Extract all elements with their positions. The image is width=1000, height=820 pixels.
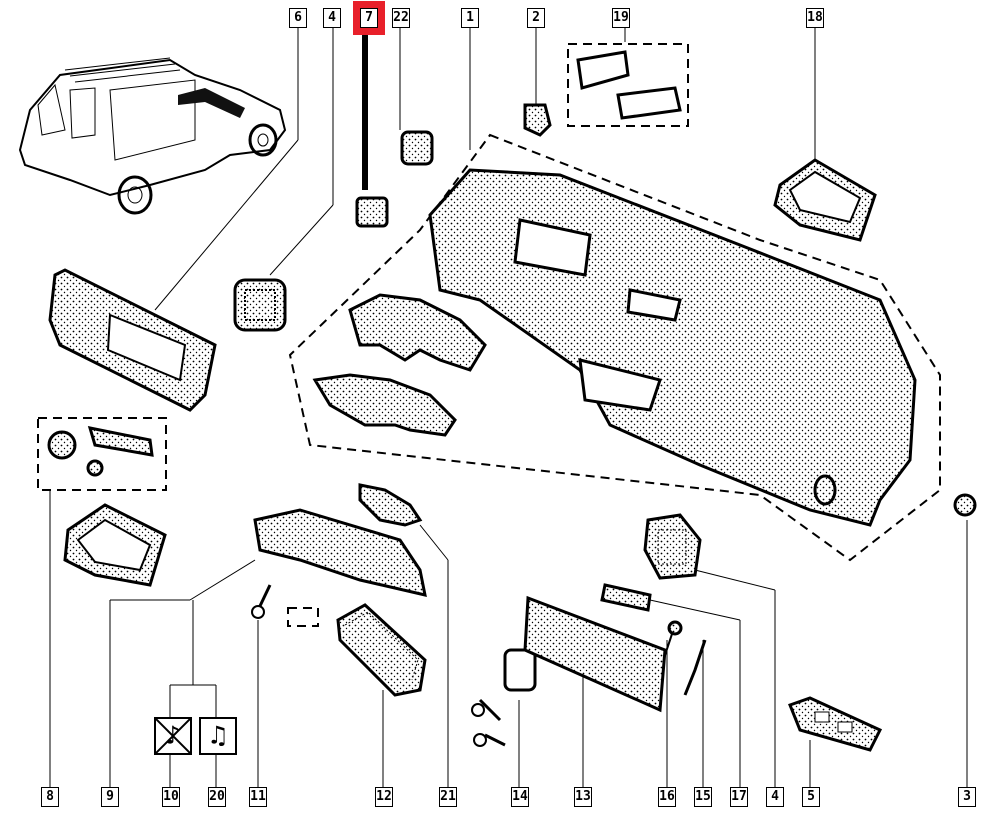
callout-18[interactable]: 18 bbox=[806, 8, 824, 28]
callout-4-top[interactable]: 4 bbox=[323, 8, 341, 28]
callout-22[interactable]: 22 bbox=[392, 8, 410, 28]
callout-3[interactable]: 3 bbox=[958, 787, 976, 807]
part-5-switch-panel[interactable] bbox=[788, 696, 883, 752]
part-4-speaker-grille[interactable] bbox=[233, 278, 287, 332]
callout-16[interactable]: 16 bbox=[658, 787, 676, 807]
part-16-screw[interactable] bbox=[664, 620, 683, 656]
callout-2[interactable]: 2 bbox=[527, 8, 545, 28]
callout-20[interactable]: 20 bbox=[208, 787, 226, 807]
callout-14[interactable]: 14 bbox=[511, 787, 529, 807]
part-14-ignition-lock[interactable] bbox=[471, 648, 537, 747]
music-glyph: ♫ bbox=[210, 721, 226, 751]
part-8-knob-set[interactable] bbox=[47, 426, 154, 477]
callout-10[interactable]: 10 bbox=[162, 787, 180, 807]
no-music-icon: ♪ bbox=[154, 717, 192, 755]
part-11-screw[interactable] bbox=[251, 584, 272, 619]
part-7-clip[interactable] bbox=[355, 196, 389, 228]
leader-lines bbox=[49, 28, 968, 788]
callout-8[interactable]: 8 bbox=[41, 787, 59, 807]
part-4-speaker[interactable] bbox=[643, 513, 702, 580]
callout-5[interactable]: 5 bbox=[802, 787, 820, 807]
part-1-dashboard[interactable] bbox=[428, 168, 917, 527]
callout-11[interactable]: 11 bbox=[249, 787, 267, 807]
part-22-knob[interactable] bbox=[400, 130, 434, 166]
callout-15[interactable]: 15 bbox=[694, 787, 712, 807]
part-6-bezel[interactable] bbox=[48, 268, 217, 412]
callout-9[interactable]: 9 bbox=[101, 787, 119, 807]
callout-21[interactable]: 21 bbox=[439, 787, 457, 807]
part-3-clip[interactable] bbox=[953, 493, 977, 517]
callout-12[interactable]: 12 bbox=[375, 787, 393, 807]
cross-out-mark bbox=[156, 719, 190, 753]
part-12-ashtray[interactable] bbox=[336, 603, 427, 697]
callout-6[interactable]: 6 bbox=[289, 8, 307, 28]
callout-13[interactable]: 13 bbox=[574, 787, 592, 807]
part-2-clip[interactable] bbox=[523, 103, 552, 137]
music-icon: ♫ bbox=[199, 717, 237, 755]
part-18-air-vent[interactable] bbox=[773, 158, 877, 242]
callout-17[interactable]: 17 bbox=[730, 787, 748, 807]
part-9-air-vent[interactable] bbox=[63, 503, 167, 587]
part-15-cable[interactable] bbox=[683, 639, 707, 696]
part-13-glovebox-lid[interactable] bbox=[523, 595, 667, 713]
steering-shroud-upper[interactable] bbox=[348, 293, 487, 372]
group-outlines bbox=[37, 43, 941, 627]
part-21-bracket[interactable] bbox=[358, 483, 423, 527]
lower-trim-panel[interactable] bbox=[253, 508, 427, 597]
part-17-latch[interactable] bbox=[600, 583, 652, 612]
van-illustration bbox=[18, 57, 287, 215]
callout-4-bottom[interactable]: 4 bbox=[766, 787, 784, 807]
callout-19[interactable]: 19 bbox=[612, 8, 630, 28]
part-19-vents[interactable] bbox=[576, 50, 682, 120]
callout-7-selected[interactable]: 7 bbox=[353, 1, 385, 35]
callout-1[interactable]: 1 bbox=[461, 8, 479, 28]
steering-shroud-lower[interactable] bbox=[312, 373, 457, 437]
